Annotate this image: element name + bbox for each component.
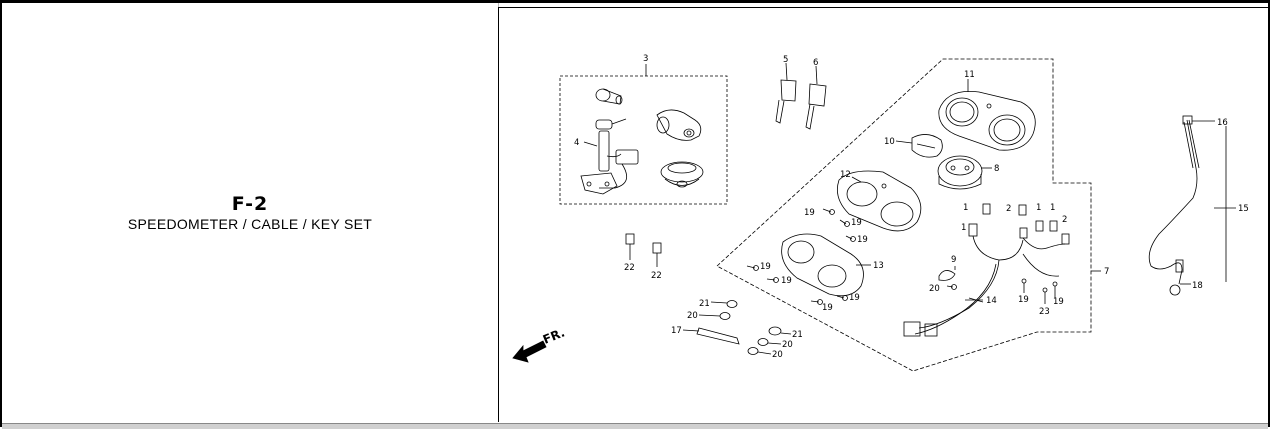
callout-13: 13: [873, 261, 884, 271]
callout-20b: 20: [687, 311, 698, 321]
footer-strip: [2, 424, 1268, 429]
leader-line: [757, 351, 772, 355]
meter-stay-part: [696, 327, 740, 345]
callout-1a: 1: [963, 203, 968, 213]
speedometer-cable-part: [1148, 115, 1200, 296]
callout-6: 6: [813, 58, 818, 68]
seat-lock-part: [595, 88, 623, 105]
leader-line: [710, 301, 728, 304]
callout-19d: 19: [760, 262, 771, 272]
key-set-group-box: [559, 75, 728, 205]
key-5-part: [775, 62, 797, 124]
key-6-part: [805, 65, 827, 130]
callout-19c: 19: [857, 235, 868, 245]
callout-2b: 2: [1062, 215, 1067, 225]
bolt-22b-part: [652, 242, 662, 267]
callout-11: 11: [964, 70, 975, 80]
parts-diagram-panel: 3 4: [498, 7, 1269, 422]
leader-line: [698, 314, 721, 317]
callout-16: 16: [1217, 118, 1228, 128]
callout-1b: 1: [961, 223, 966, 233]
washer-nut-group: [719, 300, 782, 355]
callout-1c: 1: [1036, 203, 1041, 213]
front-direction-label: FR.: [541, 325, 567, 346]
callout-14: 14: [986, 296, 997, 306]
callout-20a: 20: [929, 284, 940, 294]
fuel-tank-cap-part: [660, 161, 704, 188]
callout-17: 17: [671, 326, 682, 336]
meter-screw-group: [1021, 278, 1058, 304]
callout-7: 7: [1104, 267, 1109, 277]
leader-line: [583, 141, 598, 147]
bolt-22a-part: [625, 233, 635, 260]
ignition-switch-part: [580, 118, 639, 195]
callout-2a: 2: [1006, 204, 1011, 214]
harness-clamp-part: [938, 266, 957, 290]
callout-8: 8: [994, 164, 999, 174]
footer-divider: [2, 423, 1268, 424]
callout-21b: 21: [792, 330, 803, 340]
meter-assembly-outline: [716, 58, 1092, 372]
callout-15: 15: [1238, 204, 1249, 214]
callout-3: 3: [643, 54, 648, 64]
leader-line: [767, 342, 782, 345]
callout-9: 9: [951, 255, 956, 265]
lower-meter-housing-part: [781, 233, 864, 297]
callout-12: 12: [840, 170, 851, 180]
callout-19h: 19: [1018, 295, 1029, 305]
callout-19b: 19: [851, 218, 862, 228]
meter-case-part: [938, 91, 1036, 151]
callout-23: 23: [1039, 307, 1050, 317]
callout-5: 5: [783, 55, 788, 65]
callout-4: 4: [574, 138, 579, 148]
section-code: F-2: [231, 193, 269, 215]
callout-19e: 19: [781, 276, 792, 286]
callout-18: 18: [1192, 281, 1203, 291]
callout-1d: 1: [1050, 203, 1055, 213]
upper-meter-housing-part: [836, 170, 922, 232]
callout-20d: 20: [772, 350, 783, 360]
wire-harness-part: [903, 235, 1066, 337]
screw-group: [746, 208, 856, 305]
callout-10: 10: [884, 137, 895, 147]
callout-19i: 19: [1053, 297, 1064, 307]
bulb-socket-group: [968, 203, 1070, 245]
callout-21a: 21: [699, 299, 710, 309]
leader-line: [895, 140, 913, 144]
callout-20c: 20: [782, 340, 793, 350]
fuel-cap-lock-part: [656, 109, 702, 141]
leader-line: [682, 329, 700, 332]
callout-19f: 19: [822, 303, 833, 313]
exploded-parts-diagram: 3 4: [512, 54, 1249, 372]
speedometer-meter-part: [937, 155, 983, 190]
section-title: SPEEDOMETER / CABLE / KEY SET: [127, 216, 373, 232]
leader-line: [780, 332, 792, 335]
callout-19a: 19: [804, 208, 815, 218]
callout-19g: 19: [849, 293, 860, 303]
callout-22b: 22: [651, 271, 662, 281]
callout-22a: 22: [624, 263, 635, 273]
meter-lens-part: [911, 134, 943, 158]
section-info-panel: F-2 SPEEDOMETER / CABLE / KEY SET: [2, 3, 499, 422]
front-direction-arrow-icon: [512, 340, 547, 363]
leader-line: [851, 176, 862, 183]
